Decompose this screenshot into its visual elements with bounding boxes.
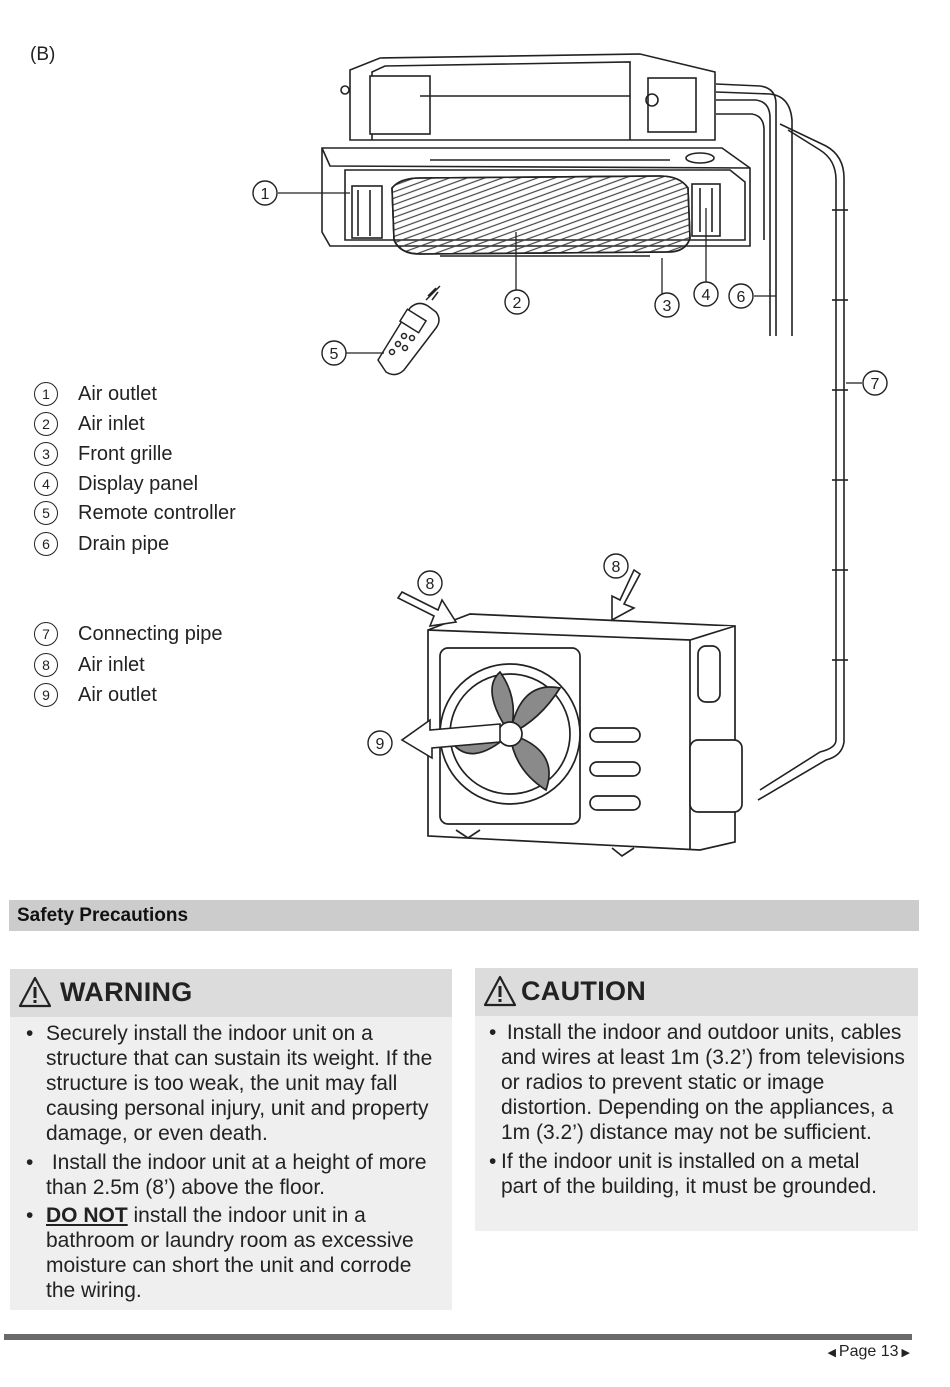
legend-item: 5 Remote controller [34, 501, 236, 525]
callout-6 [728, 283, 754, 309]
callout-8a [417, 570, 443, 596]
text-line: If the indoor unit is installed on a met… [501, 1150, 860, 1173]
legend-label: Air outlet [78, 383, 157, 405]
legend-number: 8 [34, 653, 58, 677]
legend-item: 1 Air outlet [34, 382, 157, 406]
section-label: (B) [30, 44, 56, 65]
callout-label-6: 6 [737, 289, 746, 306]
bullet-icon: • [26, 1022, 34, 1045]
bullet-icon: • [26, 1204, 34, 1227]
legend-label: Drain pipe [78, 533, 170, 555]
callout-1 [252, 180, 278, 206]
text-line: causing personal injury, unit and proper… [46, 1097, 429, 1120]
legend-label: Air inlet [78, 654, 145, 676]
text-line: damage, or even death. [46, 1122, 268, 1145]
legend-number: 2 [34, 412, 58, 436]
legend-label: Remote controller [78, 502, 236, 524]
callout-label-8a: 8 [426, 576, 435, 593]
warning-title: WARNING [60, 977, 193, 1007]
legend-number: 1 [34, 382, 58, 406]
footer-rule [4, 1334, 912, 1340]
callout-label-5: 5 [330, 346, 339, 363]
legend-label: Air inlet [78, 413, 145, 435]
remote-controller [377, 285, 441, 376]
text-line: bathroom or laundry room as excessive [46, 1229, 414, 1252]
legend-item: 6 Drain pipe [34, 532, 169, 556]
safety-precautions-title: Safety Precautions [17, 905, 189, 926]
legend-item: 2 Air inlet [34, 412, 145, 436]
callout-4 [693, 281, 719, 307]
warning-box: WARNING • Securely install the indoor un… [10, 969, 452, 1310]
text-line: the wiring. [46, 1279, 142, 1302]
callout-8b [603, 553, 629, 579]
legend-label: Front grille [78, 443, 173, 465]
triangle-left-icon[interactable]: ◀ [827, 1346, 836, 1359]
legend-number: 5 [34, 501, 58, 525]
legend-number: 7 [34, 622, 58, 646]
installation-diagram: 1 2 3 4 5 6 7 8 8 9 [252, 53, 888, 858]
callout-label-8b: 8 [612, 559, 621, 576]
text-line: Install the indoor unit at a height of m… [46, 1151, 427, 1174]
warning-header: WARNING [10, 969, 452, 1017]
airflow-arrows [396, 568, 642, 760]
indoor-cassette-unit [321, 53, 751, 257]
callouts [252, 180, 888, 756]
text-line: part of the building, it must be grounde… [501, 1175, 877, 1198]
bullet-icon: • [26, 1151, 34, 1174]
text-line: Securely install the indoor unit on a [46, 1022, 373, 1045]
warning-triangle-icon [483, 975, 517, 1007]
callout-label-7: 7 [871, 376, 880, 393]
legend-label: Display panel [78, 473, 199, 495]
callout-label-9: 9 [376, 736, 385, 753]
legend-label: Connecting pipe [78, 623, 223, 645]
caution-box: CAUTION • Install the indoor and outdoor… [475, 968, 918, 1231]
text-line: structure that can sustain its weight. I… [46, 1047, 433, 1070]
pipes [715, 83, 848, 801]
text-line: Install the indoor and outdoor units, ca… [501, 1021, 902, 1044]
text-line: than 2.5m (8’) above the floor. [46, 1176, 325, 1199]
caution-header: CAUTION [475, 968, 918, 1016]
callout-9 [367, 730, 393, 756]
callout-5 [321, 340, 347, 366]
text-line: structure is too weak, the unit may fall [46, 1072, 398, 1095]
outdoor-unit [427, 613, 743, 858]
legend-item: 9 Air outlet [34, 683, 157, 707]
callout-2 [504, 289, 530, 315]
text-line: moisture can short the unit and corrode [46, 1254, 412, 1277]
callout-7 [862, 370, 888, 396]
callout-label-1: 1 [261, 186, 270, 203]
legend-number: 4 [34, 472, 58, 496]
bullet-icon: • [489, 1021, 497, 1044]
text-line: DO NOT install the indoor unit in a [46, 1203, 452, 1228]
legend-item: 4 Display panel [34, 472, 198, 496]
page-label: Page 13 [838, 1343, 899, 1360]
callout-label-4: 4 [702, 287, 711, 304]
legend-item: 7 Connecting pipe [34, 622, 223, 646]
legend-label: Air outlet [78, 684, 157, 706]
page-navigation: ◀ Page 13 ▶ [827, 1343, 910, 1361]
triangle-right-icon[interactable]: ▶ [901, 1346, 910, 1359]
legend-number: 6 [34, 532, 58, 556]
text-fragment: install the indoor unit in a [127, 1204, 366, 1227]
legend-item: 3 Front grille [34, 442, 172, 466]
text-line: or radios to prevent static or image [501, 1071, 825, 1094]
safety-precautions-bar: Safety Precautions [9, 900, 919, 931]
warning-triangle-icon [18, 976, 52, 1008]
leader-lines [278, 192, 862, 384]
text-line: distortion. Depending on the appliances,… [501, 1096, 894, 1119]
legend-number: 9 [34, 683, 58, 707]
do-not-emphasis: DO NOT [46, 1204, 128, 1227]
caution-title: CAUTION [521, 976, 647, 1006]
callout-label-3: 3 [663, 298, 672, 315]
bullet-icon: • [489, 1150, 497, 1173]
text-line: 1m (3.2’) distance may not be sufficient… [501, 1121, 872, 1144]
callout-label-2: 2 [513, 295, 522, 312]
legend-number: 3 [34, 442, 58, 466]
text-line: and wires at least 1m (3.2’) from televi… [501, 1046, 905, 1069]
legend-item: 8 Air inlet [34, 653, 145, 677]
callout-3 [654, 292, 680, 318]
